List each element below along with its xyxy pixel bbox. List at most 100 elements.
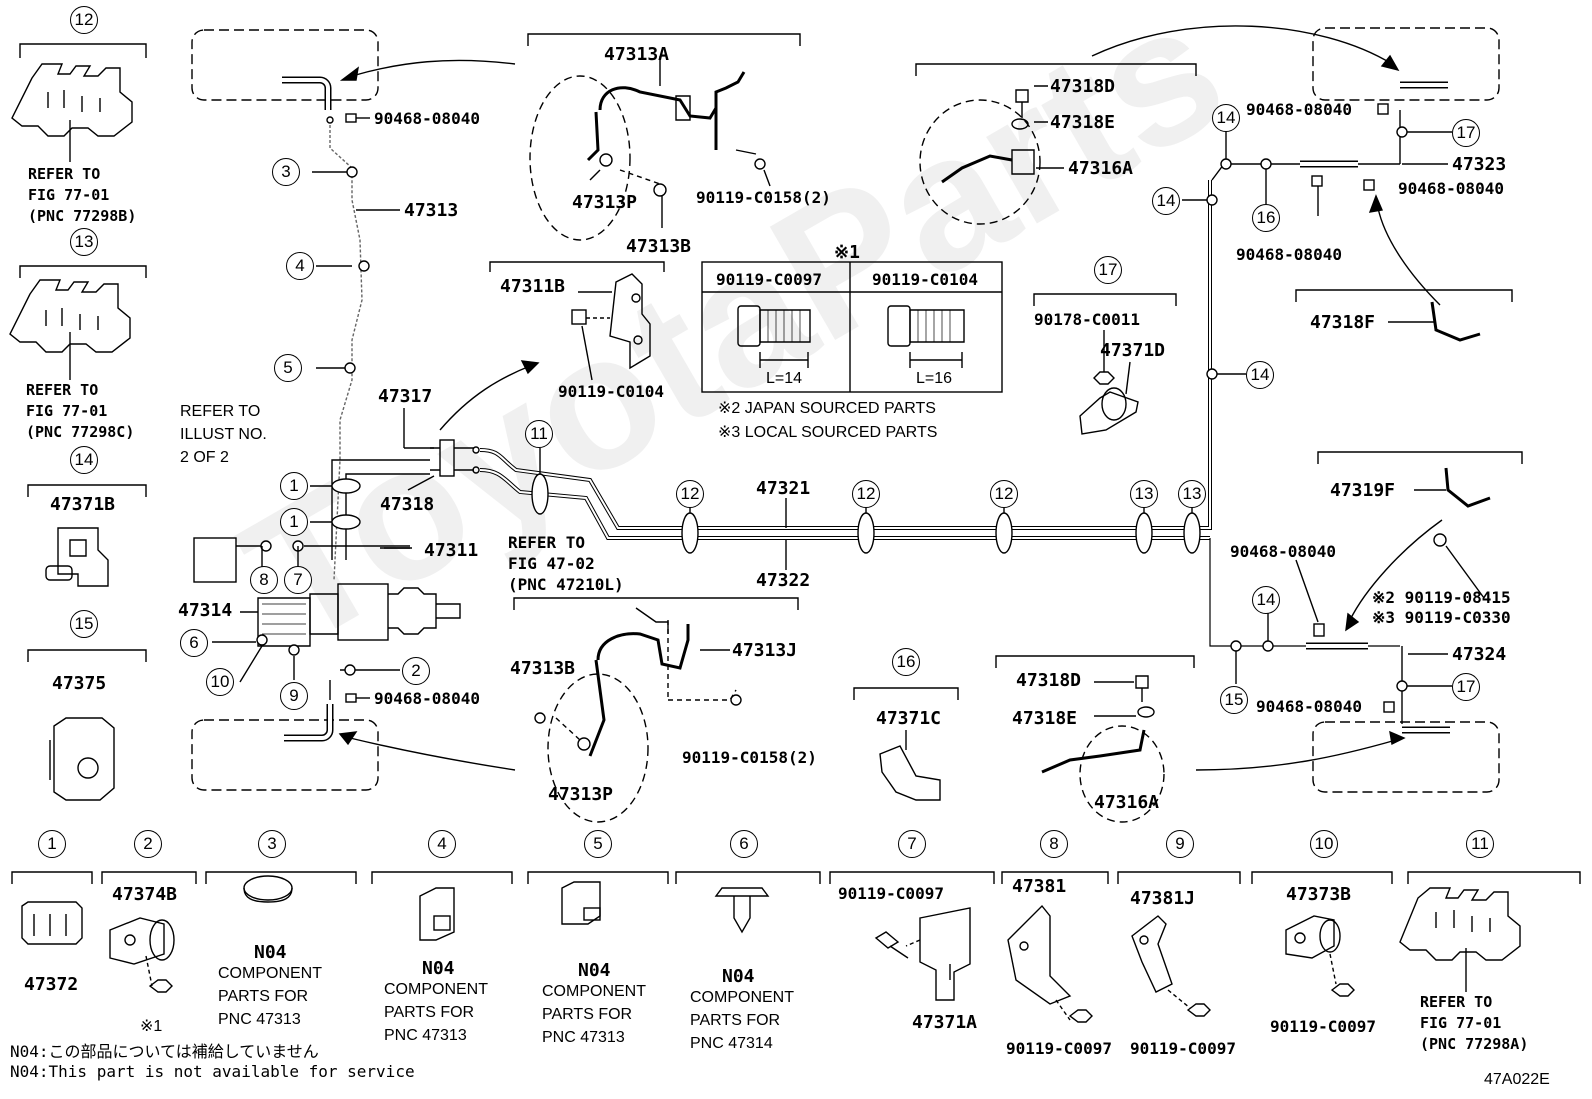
label-90468-r1: 90468-08040	[1246, 100, 1352, 119]
label-47313A: 47313A	[604, 44, 670, 65]
bracket-47371A-sketch	[874, 907, 971, 1001]
label-47311: 47311	[424, 540, 479, 561]
clip-47372-sketch	[21, 901, 83, 945]
label-47318D-bot: 47318D	[1016, 670, 1082, 691]
callout-14-a: 14	[1212, 104, 1240, 132]
label-90119-C0097-8: 90119-C0097	[1006, 1039, 1112, 1058]
diagram-code: 47A022E	[1484, 1071, 1550, 1088]
label-47318: 47318	[380, 494, 435, 515]
comp-c: COMPONENT PARTS FOR PNC 47313	[542, 983, 646, 1046]
callout-14: 14	[70, 446, 98, 474]
label-90119-C0158-top: 90119-C0158(2)	[696, 188, 831, 207]
label-47314: 47314	[178, 600, 233, 621]
label-47313B-top: 47313B	[626, 236, 692, 257]
label-47318E-bot: 47318E	[1012, 708, 1078, 729]
callout-12-b: 12	[852, 480, 880, 508]
label-n04-b: N04	[422, 958, 455, 979]
label-90119-C0097-9: 90119-C0097	[1130, 1039, 1236, 1058]
label-90468-top: 90468-08040	[374, 109, 480, 128]
label-47317: 47317	[378, 386, 433, 407]
label-47318D-top: 47318D	[1050, 76, 1116, 97]
callout-9-bottom: 9	[1166, 830, 1194, 858]
label-n04-a: N04	[254, 942, 287, 963]
callout-10: 10	[206, 668, 234, 696]
label-47322: 47322	[756, 570, 811, 591]
callout-11-bottom: 11	[1466, 830, 1494, 858]
clip-13-sketch	[9, 279, 131, 380]
callout-16-b: 16	[892, 648, 920, 676]
note-star2: ※2 JAPAN SOURCED PARTS	[718, 400, 936, 417]
clip-11-sketch	[1399, 887, 1521, 992]
table-col2-len: L=16	[916, 370, 953, 387]
callout-5: 5	[274, 354, 302, 382]
grommet-3-sketch	[243, 875, 293, 903]
callout-13: 13	[70, 228, 98, 256]
label-47321: 47321	[756, 478, 811, 499]
table-col1-part: 90119-C0097	[716, 270, 822, 289]
callout-9: 9	[280, 682, 308, 710]
label-47381J: 47381J	[1130, 888, 1196, 909]
label-n04-d: N04	[722, 966, 755, 987]
bracket-47381-sketch	[1007, 904, 1093, 1023]
callout-16-a: 16	[1252, 204, 1280, 232]
callout-3-bottom: 3	[258, 830, 286, 858]
label-90119-C0158-bot: 90119-C0158(2)	[682, 748, 817, 767]
callout-2: 2	[402, 657, 430, 685]
callout-14-d: 14	[1252, 586, 1280, 614]
label-90119-08415: ※2 90119-08415	[1372, 588, 1511, 607]
label-90468-r5: 90468-08040	[1256, 697, 1362, 716]
label-47316A-top: 47316A	[1068, 158, 1134, 179]
note-star3: ※3 LOCAL SOURCED PARTS	[718, 424, 938, 441]
callout-12: 12	[70, 6, 98, 34]
label-90468-r4: 90468-08040	[1230, 542, 1336, 561]
callout-3: 3	[272, 158, 300, 186]
label-47318F: 47318F	[1310, 312, 1376, 333]
comp-d: COMPONENT PARTS FOR PNC 47314	[690, 989, 794, 1052]
label-47371C: 47371C	[876, 708, 942, 729]
table-col2-part: 90119-C0104	[872, 270, 978, 289]
callout-12-a: 12	[676, 480, 704, 508]
label-47371B: 47371B	[50, 494, 116, 515]
label-90468-r2: 90468-08040	[1398, 179, 1504, 198]
label-90119-C0097-7: 90119-C0097	[838, 884, 944, 903]
callout-13-b: 13	[1178, 480, 1206, 508]
callout-7: 7	[284, 566, 312, 594]
table-col1-len: L=14	[766, 370, 803, 387]
label-90119-C0097-10: 90119-C0097	[1270, 1017, 1376, 1036]
label-star-small: ※1	[140, 1018, 163, 1035]
label-47318E-top: 47318E	[1050, 112, 1116, 133]
clip-12-sketch	[11, 63, 133, 162]
note-n04-jp: N04:この部品については補給していません	[10, 1042, 319, 1061]
callout-11-main: 11	[525, 420, 553, 448]
comp-b: COMPONENT PARTS FOR PNC 47313	[384, 981, 488, 1044]
callout-10-bottom: 10	[1310, 830, 1338, 858]
callout-17-b: 17	[1094, 256, 1122, 284]
callout-14-c: 14	[1246, 361, 1274, 389]
bracket-47374B-sketch	[109, 917, 175, 993]
callout-1-bottom: 1	[38, 830, 66, 858]
callout-15: 15	[70, 610, 98, 638]
callout-5-bottom: 5	[584, 830, 612, 858]
label-47313B-bot: 47313B	[510, 658, 576, 679]
bracket-47373B-sketch	[1285, 915, 1355, 997]
label-47373B: 47373B	[1286, 884, 1352, 905]
comp-a: COMPONENT PARTS FOR PNC 47313	[218, 965, 322, 1028]
label-47371A: 47371A	[912, 1012, 978, 1033]
callout-6-bottom: 6	[730, 830, 758, 858]
refer-47-02: REFER TO FIG 47-02 (PNC 47210L)	[508, 533, 624, 594]
clip-47375-sketch	[49, 717, 115, 801]
callout-8: 8	[250, 566, 278, 594]
label-47323: 47323	[1452, 154, 1507, 175]
label-90178-C0011: 90178-C0011	[1034, 310, 1140, 329]
callout-15-a: 15	[1220, 686, 1248, 714]
label-47372: 47372	[24, 974, 79, 995]
refer-77298A: REFER TO FIG 77-01 (PNC 77298A)	[1420, 993, 1529, 1053]
label-90468-mid: 90468-08040	[374, 689, 480, 708]
label-n04-c: N04	[578, 960, 611, 981]
bolt-l14	[737, 305, 811, 368]
label-47313: 47313	[404, 200, 459, 221]
refer-77298C: REFER TO FIG 77-01 (PNC 77298C)	[26, 381, 135, 441]
callout-6: 6	[180, 629, 208, 657]
